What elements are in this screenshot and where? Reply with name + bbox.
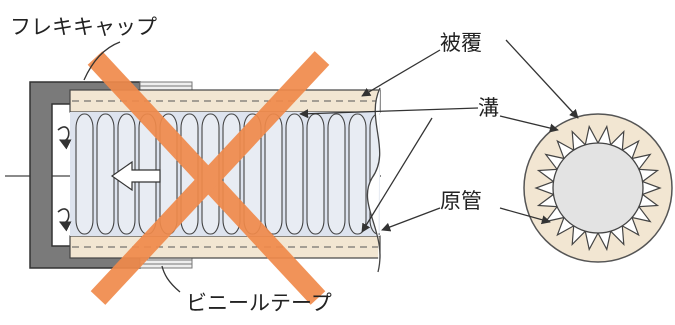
flow-arrow [110,160,161,192]
leader-coating-1 [361,49,441,97]
leader-pipe-1 [381,207,441,232]
leader-tape [161,265,181,293]
leader-pipe-2 [499,207,551,225]
leader-groove-2 [361,117,433,233]
corrugation-lobe [327,113,346,235]
curl-arrow-bottom [57,208,72,232]
coating-bottom [69,235,381,259]
prohibited-cross [87,51,330,305]
leader-groove-1 [299,107,479,119]
leader-groove-3 [499,115,559,133]
corrugation-lobe [264,113,283,235]
corrugation-lobe [348,113,367,235]
leader-coating-2 [505,39,579,119]
label-vinyl-tape: ビニールテープ [186,291,332,315]
corrugation-lobe [285,113,304,235]
label-base-pipe: 原管 [440,189,482,213]
leader-cap [83,41,121,81]
curl-arrow-top [57,126,72,150]
corrugation-lobe [96,113,115,235]
cross-section [523,113,673,263]
corrugation-lobe [75,113,94,235]
label-flex-cap: フレキキャップ [10,15,157,39]
label-groove: 溝 [478,96,499,120]
pipe-break-edge [366,87,381,273]
label-coating: 被覆 [440,31,482,55]
corrugation-lobe [306,113,325,235]
